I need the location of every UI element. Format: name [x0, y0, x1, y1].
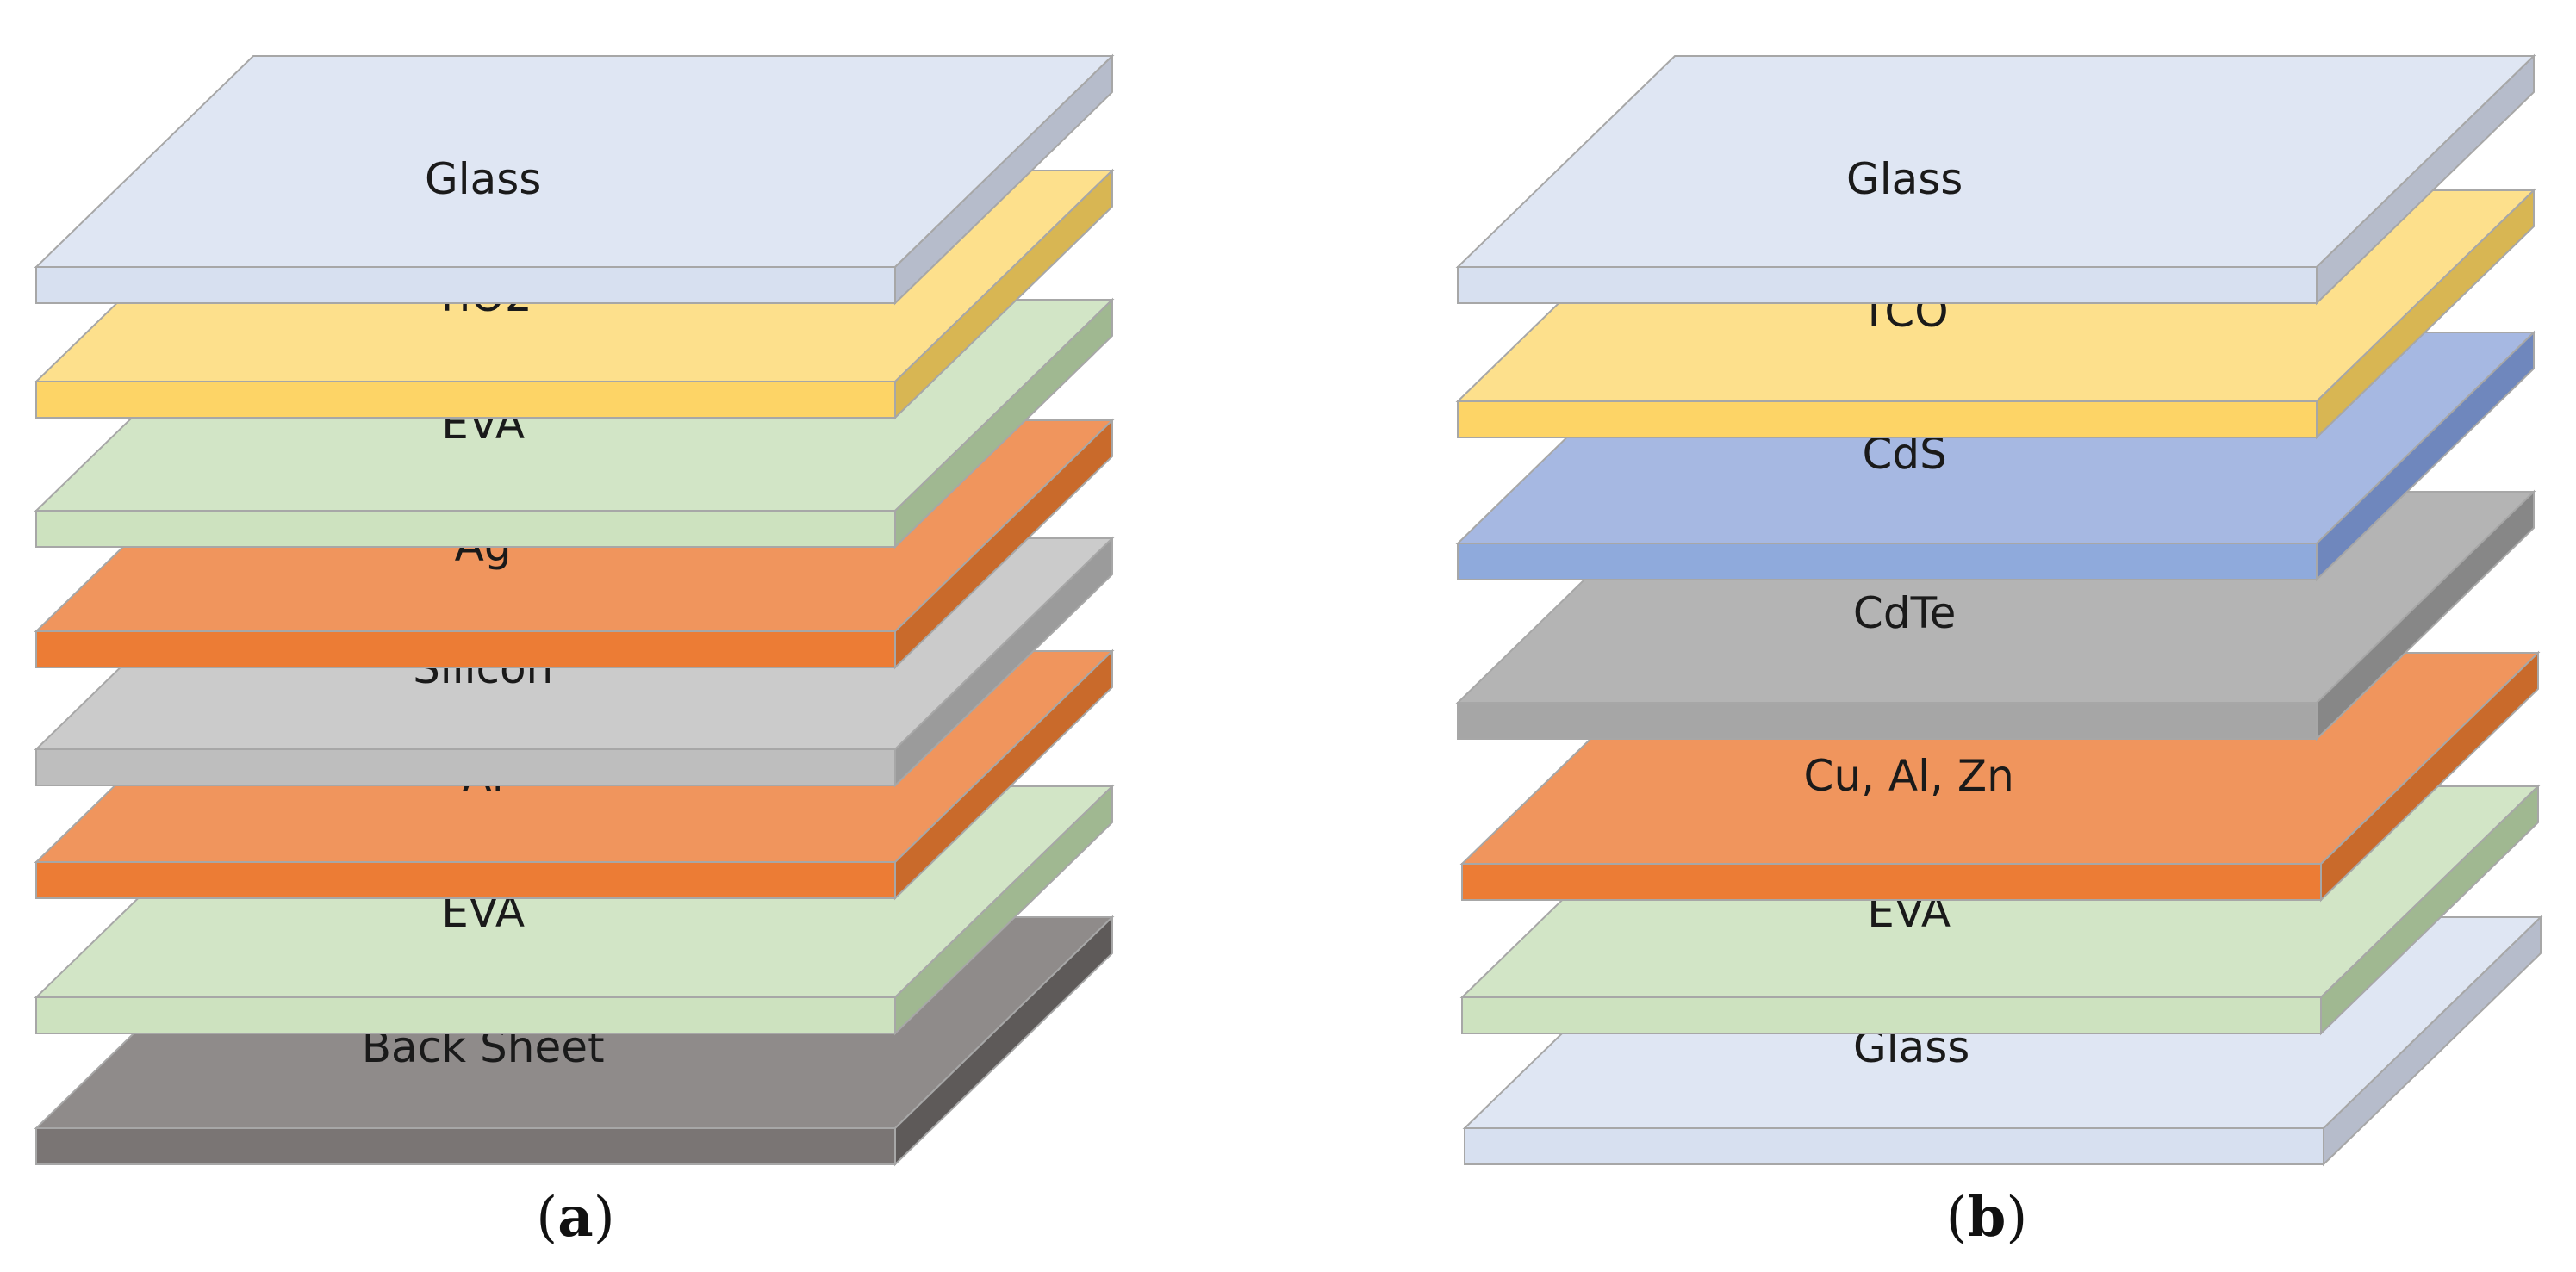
layer-front-face: [1464, 1127, 2324, 1165]
layer-front-face: [35, 630, 896, 668]
layer-label-cdte: CdTe: [1853, 588, 1956, 638]
layer-front-face: [1457, 400, 2318, 438]
layer-front-face: [35, 996, 896, 1034]
layer-front-face: [1461, 863, 2322, 901]
layer-front-face: [35, 861, 896, 899]
layer-front-face: [35, 381, 896, 419]
stack-a: Back SheetEVAAlSiliconAgEVATiO2Glass: [34, 53, 1115, 1167]
layer-label-glass: Glass: [425, 154, 541, 204]
layer-front-face: [1457, 266, 2318, 304]
caption-a-letter: a: [557, 1185, 593, 1250]
layer-label-cu-al-zn: Cu, Al, Zn: [1804, 751, 2014, 801]
layer-front-face: [1457, 702, 2318, 740]
layer-label-glass: Glass: [1846, 154, 1963, 204]
layer-glass: Glass: [1455, 53, 2536, 306]
layer-front-face: [35, 266, 896, 304]
layer-glass: Glass: [34, 53, 1115, 306]
caption-a: (a): [536, 1185, 614, 1250]
caption-b-letter: b: [1968, 1185, 2007, 1250]
layer-front-face: [35, 748, 896, 786]
layer-front-face: [1457, 543, 2318, 580]
layer-front-face: [35, 1127, 896, 1165]
layer-front-face: [1461, 996, 2322, 1034]
caption-b: (b): [1946, 1185, 2028, 1250]
layer-front-face: [35, 510, 896, 548]
